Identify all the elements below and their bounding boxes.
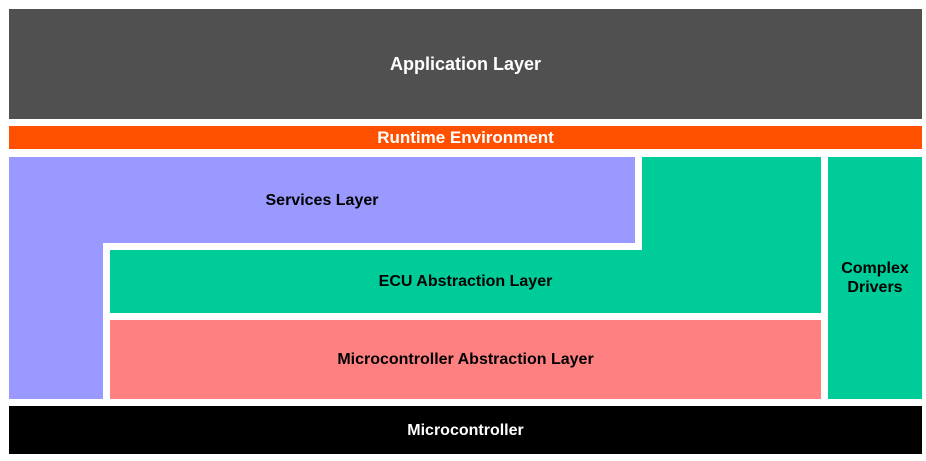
complex-drivers-label: Complex Drivers <box>828 157 922 399</box>
complex-drivers-label-line2: Drivers <box>847 279 903 296</box>
microcontroller-abstraction-layer-label: Microcontroller Abstraction Layer <box>337 351 594 368</box>
ecu-abstraction-layer-block-bottom <box>110 250 821 313</box>
microcontroller-abstraction-layer-block <box>110 320 821 399</box>
application-layer-block <box>9 9 922 119</box>
complex-drivers-label-line1: Complex <box>841 260 909 277</box>
runtime-environment-block <box>9 126 922 149</box>
microcontroller-block <box>9 406 922 454</box>
services-layer-block-top <box>9 157 635 243</box>
application-layer-label: Application Layer <box>389 53 542 74</box>
complex-drivers-block <box>828 157 922 399</box>
ecu-abstraction-layer-label: ECU Abstraction Layer <box>378 273 553 290</box>
services-layer-label: Services Layer <box>265 191 379 209</box>
ecu-abstraction-layer-block-right <box>642 157 821 250</box>
runtime-environment-label: Runtime Environment <box>377 128 554 147</box>
microcontroller-label: Microcontroller <box>407 421 524 439</box>
services-layer-block-left <box>9 243 103 399</box>
